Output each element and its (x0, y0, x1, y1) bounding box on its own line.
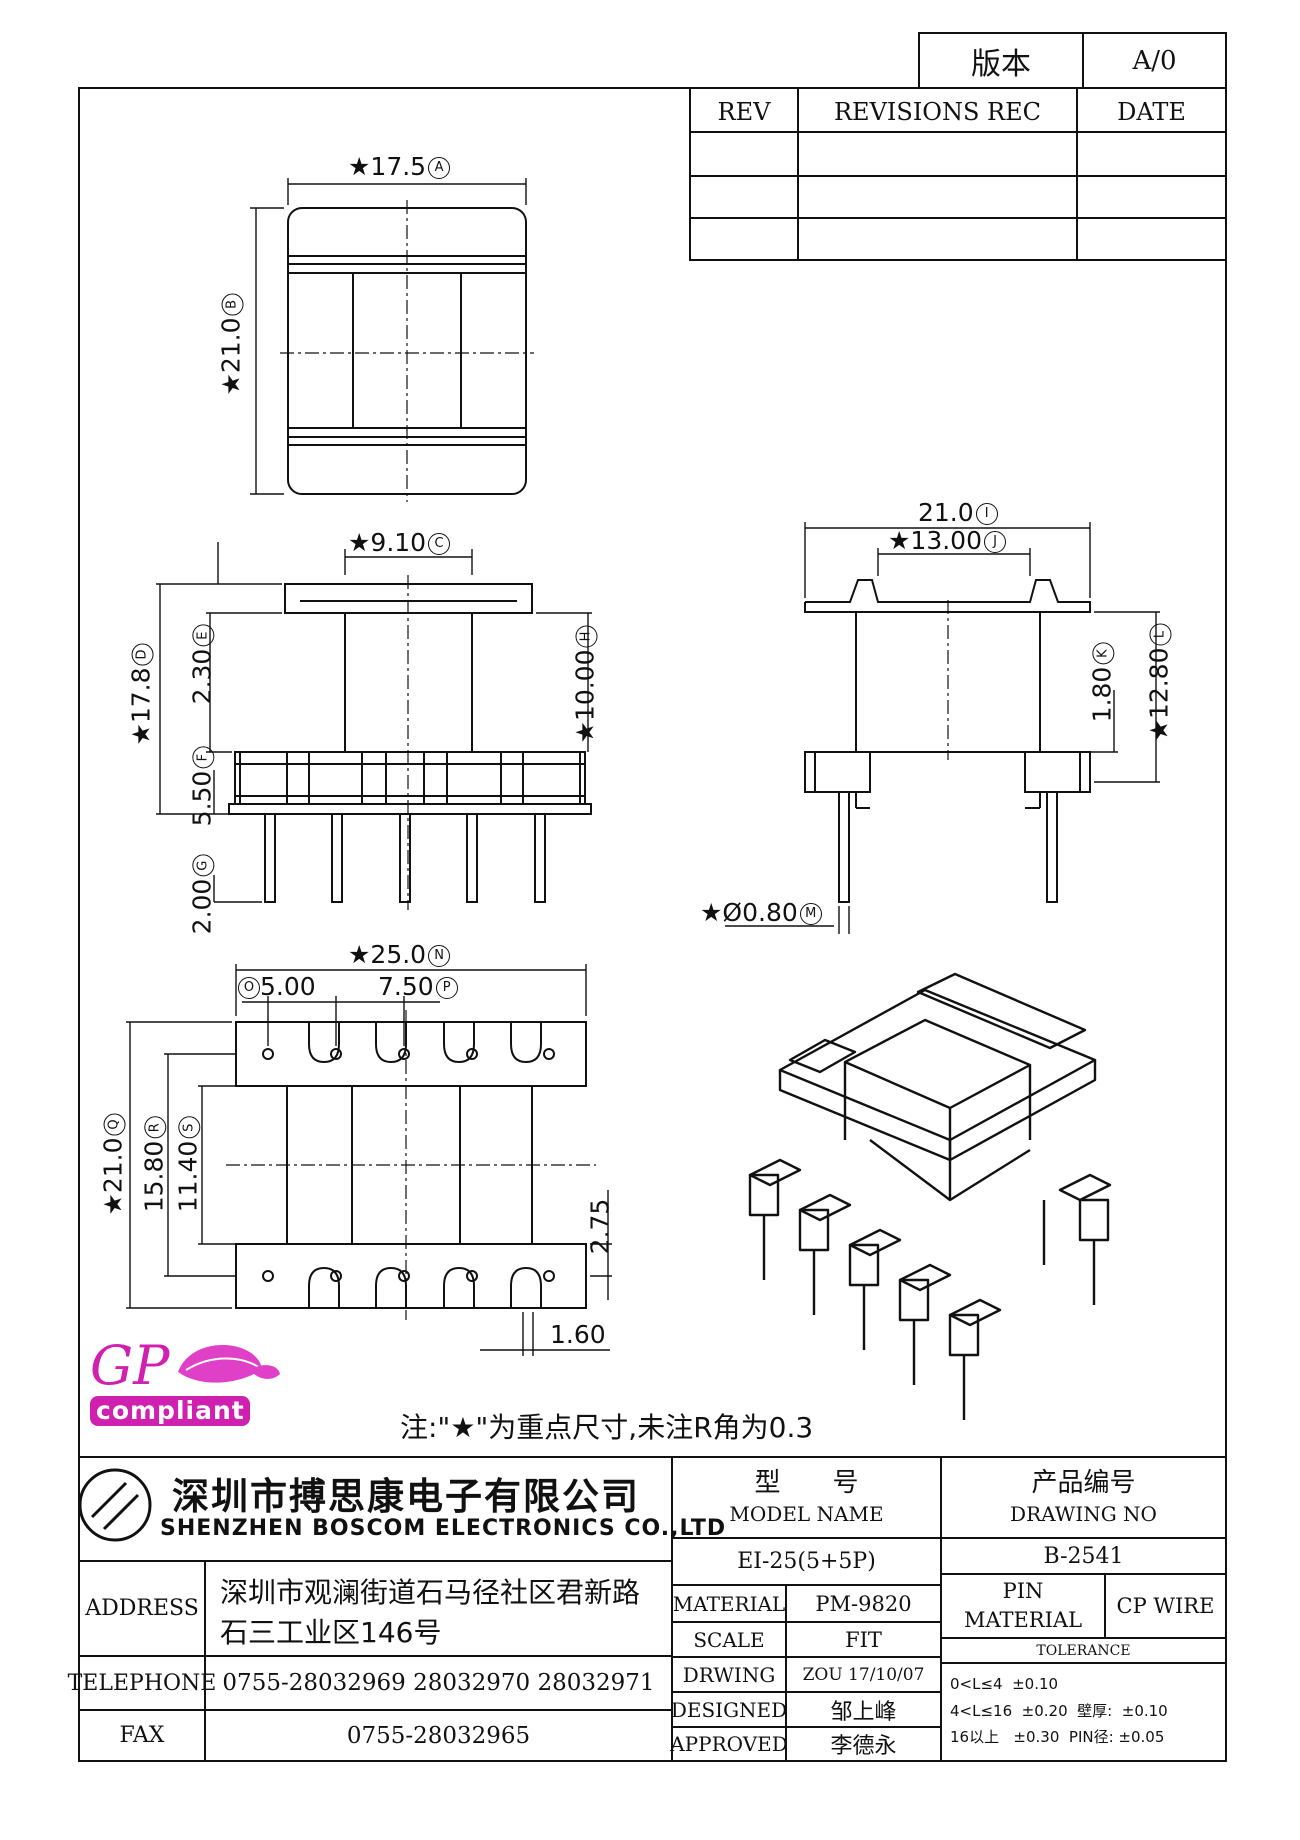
dim-h: ★10.00H (570, 625, 599, 743)
rev-header: REV (717, 98, 771, 126)
drawing-note: 注:"★"为重点尺寸,未注R角为0.3 (400, 1411, 814, 1444)
telephone-label: TELEPHONE (67, 1670, 217, 1696)
approved-value: 李德永 (830, 1734, 897, 1759)
company-name-cn: 深圳市搏思康电子有限公司 (172, 1475, 640, 1518)
drwing-label: DRWING (682, 1662, 776, 1687)
address-line1: 深圳市观澜街道石马径社区君新路 (220, 1576, 641, 1609)
revisions-rec-header: REVISIONS REC (833, 98, 1042, 126)
tolerance-line3: 16以上 ±0.30 PIN径: ±0.05 (950, 1728, 1165, 1746)
dim-l: ★12.80L (1144, 623, 1173, 741)
version-value: A/0 (1132, 45, 1177, 76)
compliant-text: compliant (96, 1396, 245, 1425)
dim-d: ★17.8D (127, 643, 156, 746)
material-value: PM-9820 (815, 1591, 912, 1616)
date-header: DATE (1117, 98, 1186, 126)
company-name-en: SHENZHEN BOSCOM ELECTRONICS CO.,LTD (160, 1516, 727, 1541)
fax-value: 0755-28032965 (346, 1722, 531, 1749)
model-label-en: MODEL NAME (729, 1502, 884, 1526)
dim-b: ★21.0B (217, 293, 246, 396)
drawing-no-label-cn: 产品编号 (1031, 1467, 1136, 1498)
model-value: EI-25(5+5P) (737, 1549, 876, 1574)
scale-value: FIT (845, 1627, 882, 1652)
drawing-no-value: B-2541 (1043, 1543, 1124, 1569)
pin-material-value: CP WIRE (1116, 1594, 1215, 1618)
dim-f: 5.50F (187, 746, 216, 826)
tolerance-line1: 0<L≤4 ±0.10 (950, 1675, 1059, 1693)
leaf-icon (90, 1344, 280, 1426)
dim-e: 2.30E (187, 624, 216, 704)
gp-text: GP (90, 1334, 170, 1397)
pin-material-label: MATERIAL (963, 1608, 1083, 1632)
dim-extra-1-60: 1.60 (550, 1320, 606, 1349)
pin-label: PIN (1002, 1579, 1044, 1603)
drawing-no-label-en: DRAWING NO (1010, 1502, 1157, 1526)
gp-compliant-logo: GP compliant (82, 1334, 282, 1444)
tolerance-label: TOLERANCE (1036, 1642, 1131, 1659)
dim-q: ★21.0Q (99, 1113, 128, 1216)
telephone-value: 0755-28032969 28032970 28032971 (222, 1670, 655, 1696)
dim-r: 15.80R (139, 1116, 168, 1212)
designed-value: 邹上峰 (830, 1699, 897, 1725)
version-label: 版本 (971, 46, 1031, 82)
tolerance-line2: 4<L≤16 ±0.20 壁厚: ±0.10 (950, 1702, 1168, 1720)
material-label: MATERIAL (672, 1591, 786, 1616)
designed-label: DESIGNED (670, 1697, 788, 1722)
address-line2: 石三工业区146号 (220, 1616, 442, 1649)
dim-s: 11.40S (173, 1116, 202, 1212)
dim-k: 1.80K (1087, 642, 1116, 722)
approved-label: APPROVED (670, 1732, 788, 1756)
address-label: ADDRESS (85, 1596, 199, 1621)
model-label-cn: 型 号 (754, 1467, 859, 1498)
drwing-value: ZOU 17/10/07 (802, 1664, 925, 1685)
fax-label: FAX (119, 1723, 165, 1748)
dim-g: 2.00G (187, 854, 216, 934)
scale-label: SCALE (693, 1627, 765, 1652)
dim-extra-2-75: 2.75 (585, 1198, 615, 1255)
